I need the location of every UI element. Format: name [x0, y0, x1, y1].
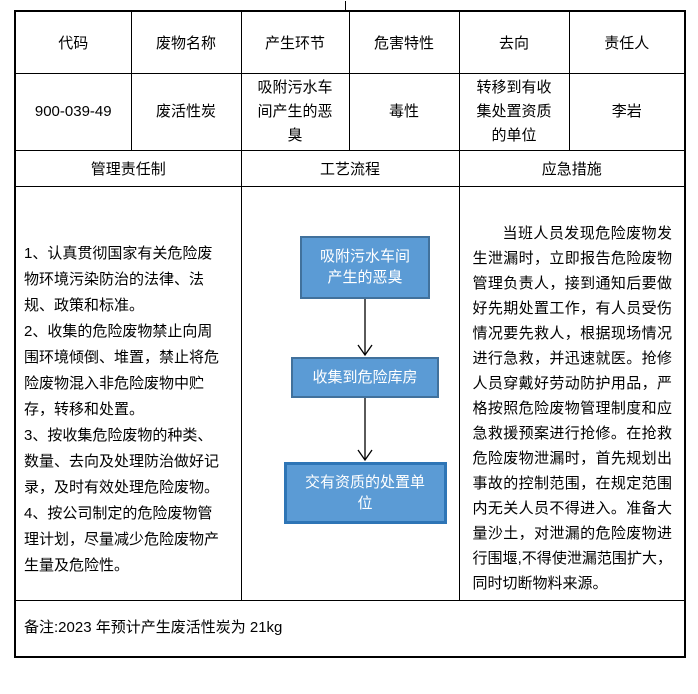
column-divider-tick	[345, 1, 346, 11]
column-header-hazard-characteristic: 危害特性	[348, 10, 460, 74]
flow-step-disposal: 交有资质的处置单位	[283, 461, 447, 524]
management-item-4: 4、按公司制定的危险废物管理计划，尽量减少危险废物产生量及危险性。	[24, 504, 220, 574]
process-flowchart: 吸附污水车间产生的恶臭 收集到危险库房 交有资质的处置单位	[280, 235, 450, 524]
section-header-row: 管理责任制 工艺流程 应急措施	[14, 149, 686, 187]
down-arrow-icon	[357, 298, 373, 356]
value-generation-stage: 吸附污水车间产生的恶臭	[240, 72, 350, 151]
note-row: 备注:2023 年预计产生废活性炭为 21kg	[14, 599, 686, 658]
process-flow-cell: 吸附污水车间产生的恶臭 收集到危险库房 交有资质的处置单位	[240, 185, 460, 601]
table-body-row: 1、认真贯彻国家有关危险废物环境污染防治的法律、法规、政策和标准。 2、收集的危…	[14, 185, 686, 601]
value-responsible-person: 李岩	[568, 72, 686, 151]
management-item-2: 2、收集的危险废物禁止向周围环境倾倒、堆置，禁止将危险废物混入非危险废物中贮存，…	[24, 322, 220, 418]
column-header-responsible-person: 责任人	[568, 10, 686, 74]
value-hazard-characteristic: 毒性	[348, 72, 460, 151]
flow-step-collect: 收集到危险库房	[291, 356, 439, 398]
emergency-measures-cell: 当班人员发现危险废物发生泄漏时，立即报告危险废物管理负责人，接到通知后要做好先期…	[458, 185, 686, 601]
emergency-text: 当班人员发现危险废物发生泄漏时，立即报告危险废物管理负责人，接到通知后要做好先期…	[472, 224, 673, 592]
column-header-generation-stage: 产生环节	[240, 10, 350, 74]
section-header-management: 管理责任制	[14, 149, 242, 187]
hazardous-waste-info-table: 代码 废物名称 产生环节 危害特性 去向 责任人 900-039-49 废活性炭…	[14, 10, 686, 658]
column-header-waste-name: 废物名称	[130, 10, 242, 74]
value-code: 900-039-49	[14, 72, 132, 151]
flow-step-source: 吸附污水车间产生的恶臭	[300, 235, 430, 299]
down-arrow-icon	[357, 397, 373, 461]
management-responsibility-cell: 1、认真贯彻国家有关危险废物环境污染防治的法律、法规、政策和标准。 2、收集的危…	[14, 185, 242, 601]
table-value-row: 900-039-49 废活性炭 吸附污水车间产生的恶臭 毒性 转移到有收集处置资…	[14, 72, 686, 151]
column-header-code: 代码	[14, 10, 132, 74]
management-item-1: 1、认真贯彻国家有关危险废物环境污染防治的法律、法规、政策和标准。	[24, 244, 213, 314]
value-destination: 转移到有收集处置资质的单位	[458, 72, 570, 151]
note-text: 备注:2023 年预计产生废活性炭为 21kg	[24, 618, 283, 636]
section-header-process: 工艺流程	[240, 149, 460, 187]
section-header-emergency: 应急措施	[458, 149, 686, 187]
note-cell: 备注:2023 年预计产生废活性炭为 21kg	[14, 599, 686, 658]
value-waste-name: 废活性炭	[130, 72, 242, 151]
column-header-destination: 去向	[458, 10, 570, 74]
management-item-3: 3、按收集危险废物的种类、数量、去向及处理防治做好记录，及时有效处理危险废物。	[24, 426, 220, 496]
table-header-row: 代码 废物名称 产生环节 危害特性 去向 责任人	[14, 10, 686, 74]
